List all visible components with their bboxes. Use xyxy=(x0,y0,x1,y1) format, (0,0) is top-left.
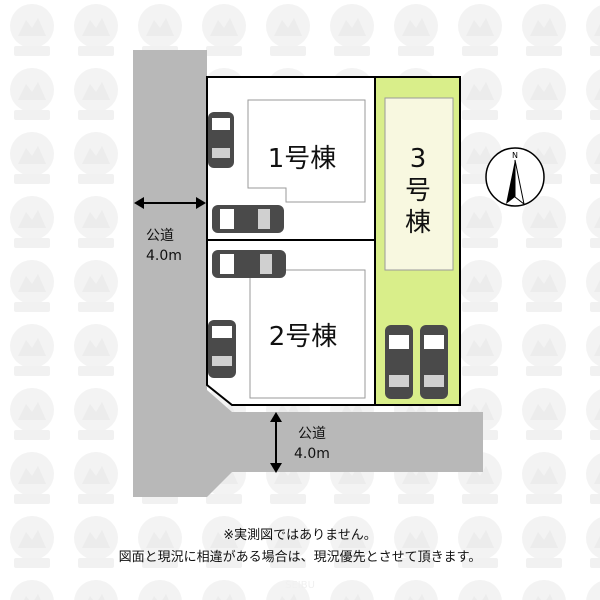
note-actual-priority: 図面と現況に相違がある場合は、現況優先とさせて頂きます。 xyxy=(118,550,482,565)
car-lot3-a xyxy=(385,325,413,399)
plot-1-label: 1号棟 xyxy=(268,144,337,174)
plot-2-label: 2号棟 xyxy=(269,322,338,352)
car-lot2-b xyxy=(208,320,236,378)
west-road-name: 公道 xyxy=(146,228,174,244)
building-2-footprint xyxy=(249,269,366,399)
south-road-width: 4.0m xyxy=(294,446,330,462)
plot-3-label-line-2: 号 xyxy=(405,176,431,206)
public-road xyxy=(133,50,483,497)
north-compass-icon: N xyxy=(485,147,545,207)
plot-3-label-line-1: 3 xyxy=(410,144,427,174)
compass-north-label: N xyxy=(512,151,518,160)
car-lot3-b xyxy=(420,325,448,399)
building-3-footprint xyxy=(384,97,454,271)
south-road-label: 公道 4.0m xyxy=(294,424,352,464)
west-road-width: 4.0m xyxy=(146,248,182,264)
car-lot1-a xyxy=(208,112,234,168)
south-road-width-arrow xyxy=(270,412,282,473)
lot-2 xyxy=(206,239,376,406)
watermark-text: SEIBU xyxy=(285,580,315,591)
car-lot2-a xyxy=(212,250,286,278)
note-not-surveyed: ※実測図ではありません。 xyxy=(223,528,377,543)
building-1-footprint xyxy=(247,99,366,203)
west-road-label: 公道 4.0m xyxy=(144,226,202,266)
car-lot1-b xyxy=(212,205,284,233)
south-road-name: 公道 xyxy=(298,426,326,442)
plot-3-label-line-3: 棟 xyxy=(405,208,431,238)
west-road-width-arrow xyxy=(134,197,206,209)
